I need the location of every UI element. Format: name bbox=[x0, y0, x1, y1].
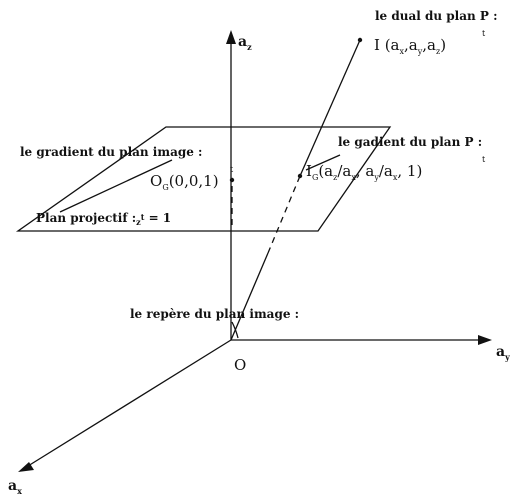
axis-x-label: ax bbox=[8, 478, 22, 495]
grad-p-transpose: t bbox=[482, 155, 486, 164]
projective-plane bbox=[15, 126, 392, 232]
axis-x-line bbox=[27, 339, 232, 467]
axis-z-arrowhead bbox=[226, 30, 236, 44]
repere-label: le repère du plan image : bbox=[130, 307, 299, 321]
dual-transpose: t bbox=[482, 29, 486, 38]
grad-image-pointer bbox=[59, 159, 173, 213]
dual-title: le dual du plan P : bbox=[375, 9, 498, 23]
axis-x-arrowhead bbox=[18, 462, 34, 472]
dual-line-solid-upper bbox=[299, 39, 361, 177]
dual-line-solid-lower bbox=[230, 252, 269, 341]
dual-point: I (ax,ay,az) bbox=[374, 36, 446, 56]
axis-y-label: ay bbox=[496, 344, 510, 362]
axis-z-label: az bbox=[238, 34, 252, 52]
axis-y-arrowhead bbox=[478, 335, 492, 345]
grad-image-point: OG(0,0,1) bbox=[150, 172, 219, 192]
plan-projectif-label: Plan projectif :zt = 1 bbox=[36, 211, 171, 227]
point-og bbox=[229, 177, 235, 183]
grad-p-point: IG(az/ax, ay/ax, 1) bbox=[306, 162, 422, 182]
dual-line-dashed bbox=[267, 175, 301, 254]
grad-p-title: le gadient du plan P : bbox=[338, 135, 482, 149]
point-ig bbox=[297, 173, 303, 179]
grad-p-pointer bbox=[305, 154, 341, 171]
grad-image-transpose: t bbox=[230, 165, 234, 174]
grad-image-title: le gradient du plan image : bbox=[20, 145, 202, 159]
repere-pointer bbox=[231, 321, 239, 339]
origin-label: O bbox=[234, 356, 246, 374]
point-i bbox=[357, 37, 363, 43]
